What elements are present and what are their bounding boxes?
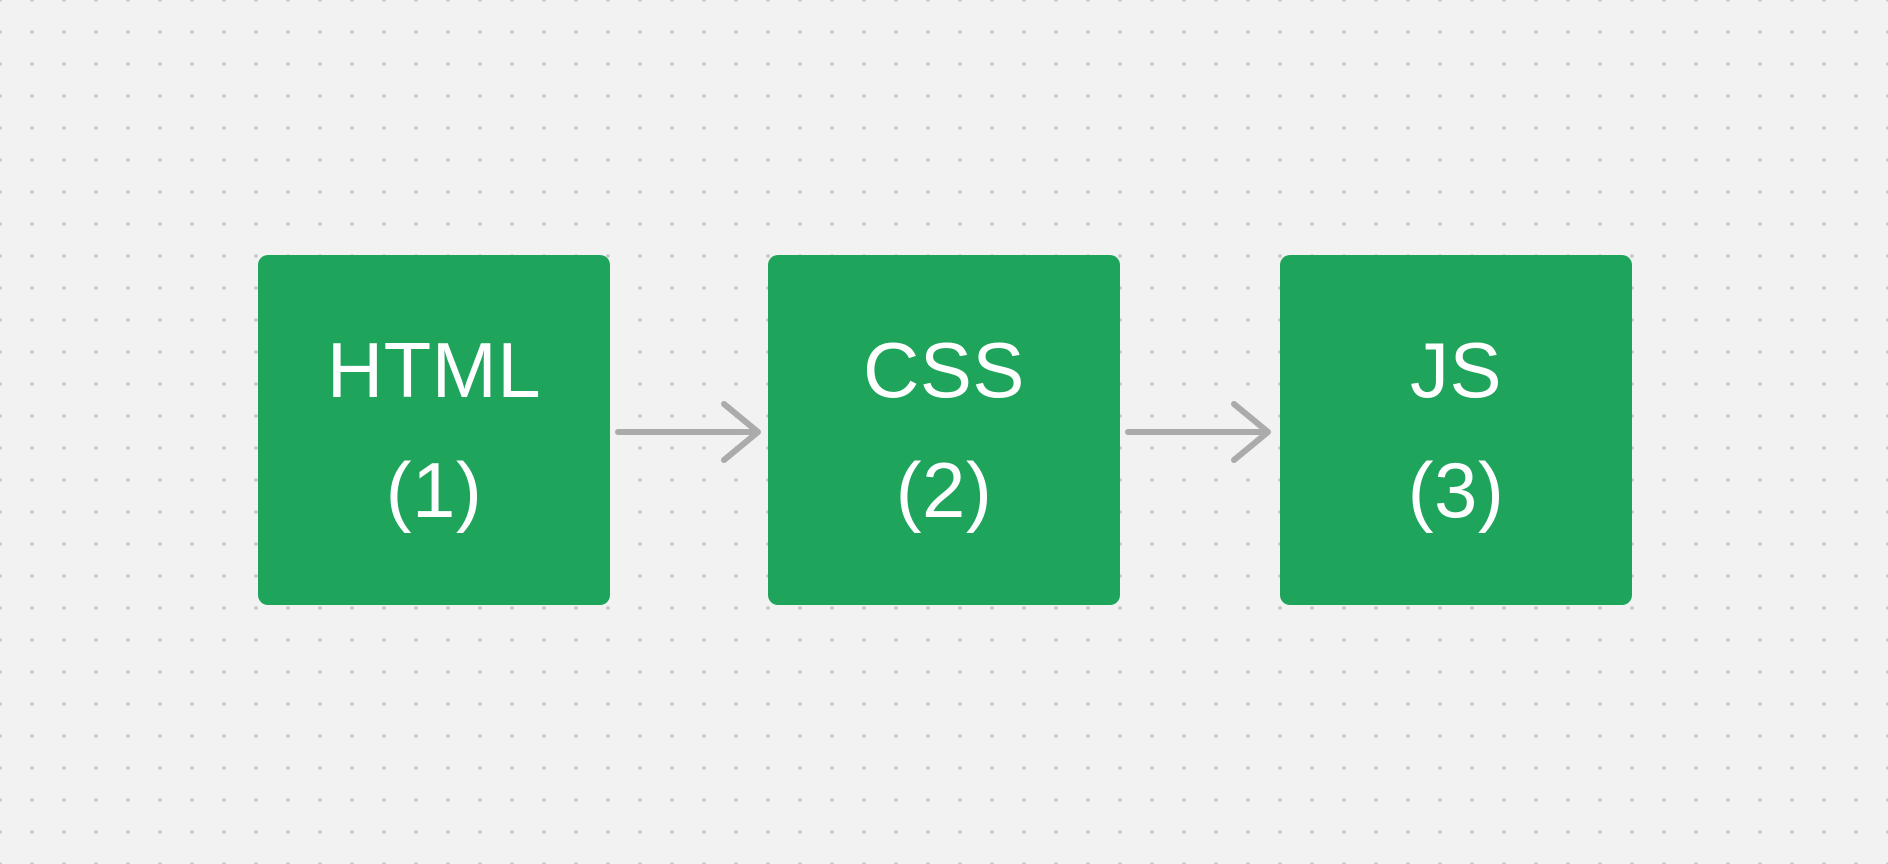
connector-arrow-css-to-js[interactable] [1122,396,1278,468]
node-js[interactable]: JS (3) [1280,255,1632,605]
node-html[interactable]: HTML (1) [258,255,610,605]
node-title: HTML [326,326,542,414]
node-subtitle: (2) [895,446,993,534]
node-title: JS [1409,326,1503,414]
node-subtitle: (1) [385,446,483,534]
node-subtitle: (3) [1407,446,1505,534]
node-title: CSS [863,326,1025,414]
node-css[interactable]: CSS (2) [768,255,1120,605]
arrow-head-icon [721,401,761,463]
arrow-head-icon [1231,401,1271,463]
connector-arrow-html-to-css[interactable] [612,396,768,468]
